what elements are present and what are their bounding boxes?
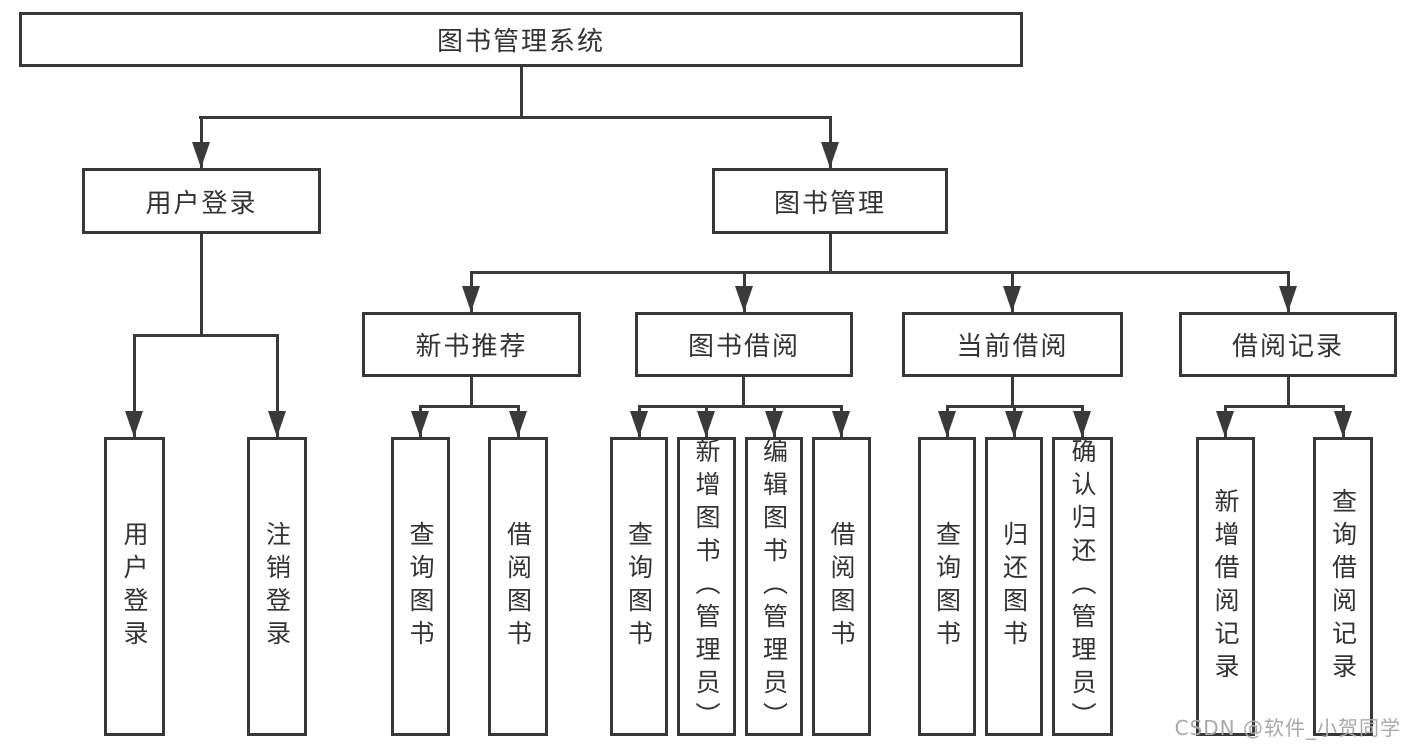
leaf-edit-books-admin: 编辑图书（管理员） — [745, 437, 803, 736]
connector-line — [1287, 377, 1290, 408]
node-label: 新书推荐 — [415, 332, 528, 362]
arrow-down-icon — [697, 411, 715, 437]
node-label: 图书管理 — [773, 188, 886, 219]
leaf-label: 查询图书 — [932, 520, 962, 653]
connector-line — [638, 405, 843, 408]
arrow-down-icon — [765, 411, 783, 437]
leaf-label: 新增借阅记录 — [1211, 487, 1240, 686]
arrow-down-icon — [509, 411, 527, 437]
arrow-down-icon — [462, 286, 480, 312]
leaf-logout: 注销登录 — [247, 437, 307, 736]
arrow-down-icon — [1279, 286, 1297, 312]
leaf-label: 借阅图书 — [827, 520, 856, 653]
connector-line — [133, 334, 279, 337]
leaf-query-books-recommend: 查询图书 — [391, 437, 450, 736]
node-library-management-system: 图书管理系统 — [19, 12, 1023, 67]
connector-line — [829, 234, 832, 274]
node-borrowing-records: 借阅记录 — [1179, 312, 1397, 377]
arrow-down-icon — [1334, 411, 1352, 437]
leaf-label: 借阅图书 — [503, 520, 533, 653]
leaf-label: 归还图书 — [999, 520, 1029, 653]
leaf-query-borrow-record: 查询借阅记录 — [1313, 437, 1373, 736]
arrow-down-icon — [268, 411, 286, 437]
connector-line — [133, 334, 136, 437]
connector-line — [276, 334, 279, 437]
leaf-query-books-borrowing: 查询图书 — [610, 437, 668, 736]
arrow-down-icon — [832, 411, 850, 437]
connector-line — [742, 377, 745, 408]
connector-line — [470, 377, 473, 408]
leaf-borrow-books-borrowing: 借阅图书 — [812, 437, 871, 736]
csdn-watermark: CSDN @软件_小贺同学 — [1174, 716, 1401, 740]
leaf-borrow-books-recommend: 借阅图书 — [488, 437, 548, 736]
node-label: 当前借阅 — [956, 332, 1069, 362]
leaf-label: 查询图书 — [624, 520, 654, 653]
leaf-label: 查询借阅记录 — [1328, 487, 1358, 686]
node-current-borrowing: 当前借阅 — [902, 312, 1123, 377]
node-label: 用户登录 — [145, 188, 258, 219]
arrow-down-icon — [821, 142, 839, 168]
connector-line — [200, 234, 203, 337]
leaf-query-books-current: 查询图书 — [918, 437, 976, 736]
node-label: 借阅记录 — [1231, 332, 1344, 362]
leaf-return-books: 归还图书 — [985, 437, 1043, 736]
arrow-down-icon — [1003, 286, 1021, 312]
node-user-login: 用户登录 — [82, 168, 321, 234]
connector-line — [520, 67, 523, 118]
connector-line — [199, 116, 832, 119]
leaf-confirm-return-admin: 确认归还（管理员） — [1052, 437, 1113, 736]
arrow-down-icon — [938, 411, 956, 437]
leaf-label: 查询图书 — [406, 520, 435, 653]
arrow-down-icon — [1073, 411, 1091, 437]
arrow-down-icon — [1005, 411, 1023, 437]
arrow-down-icon — [735, 286, 753, 312]
connector-line — [1224, 405, 1345, 408]
node-book-management: 图书管理 — [712, 168, 948, 234]
leaf-user-login: 用户登录 — [104, 437, 165, 736]
leaf-label: 注销登录 — [262, 520, 292, 653]
leaf-add-books-admin: 新增图书（管理员） — [677, 437, 736, 736]
leaf-label: 编辑图书（管理员） — [759, 438, 789, 735]
leaf-add-borrow-record: 新增借阅记录 — [1196, 437, 1255, 736]
node-label: 图书借阅 — [687, 332, 800, 362]
arrow-down-icon — [1216, 411, 1234, 437]
node-book-borrowing: 图书借阅 — [635, 312, 853, 377]
connector-line — [1011, 377, 1014, 408]
leaf-label: 确认归还（管理员） — [1068, 438, 1097, 735]
arrow-down-icon — [411, 411, 429, 437]
node-new-book-recommendation: 新书推荐 — [362, 312, 581, 377]
arrow-down-icon — [630, 411, 648, 437]
arrow-down-icon — [125, 411, 143, 437]
arrow-down-icon — [192, 142, 210, 168]
connector-line — [419, 405, 520, 408]
connector-line — [470, 271, 1290, 274]
leaf-label: 用户登录 — [120, 520, 149, 653]
leaf-label: 新增图书（管理员） — [692, 438, 721, 735]
node-label: 图书管理系统 — [436, 27, 605, 57]
